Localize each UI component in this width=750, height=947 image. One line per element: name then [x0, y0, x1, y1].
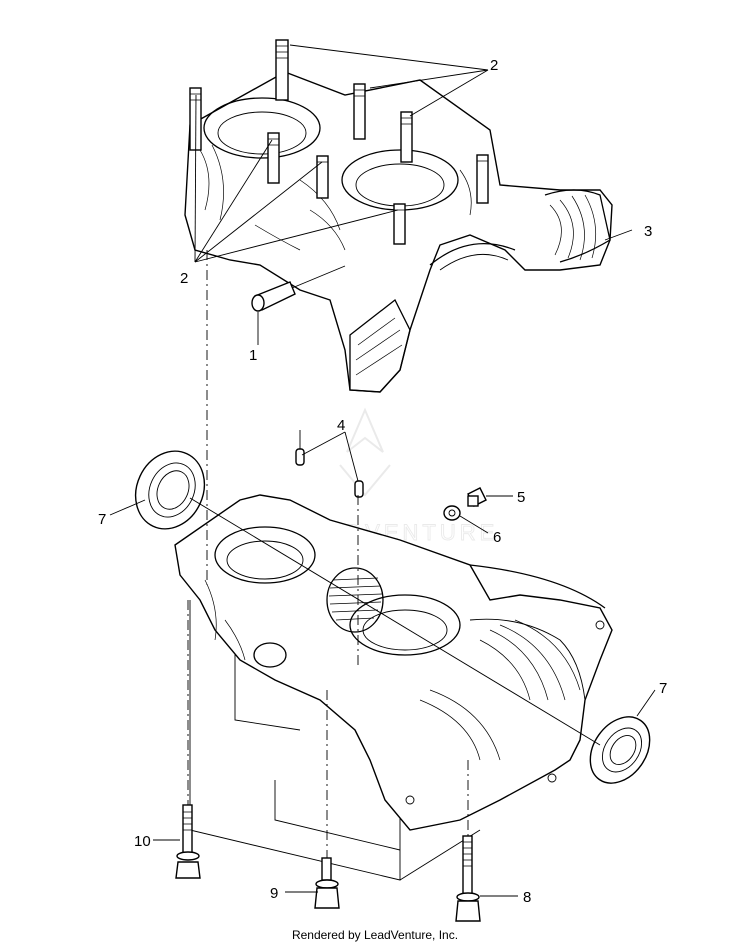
callout-2-left: 2 [180, 270, 188, 287]
sealing-washer [443, 505, 461, 521]
drain-bolt [467, 487, 487, 507]
footer-credit: Rendered by LeadVenture, Inc. [291, 928, 459, 942]
bolt-10 [175, 804, 201, 879]
oil-seal-left [134, 450, 206, 530]
callouts: 2 2 3 1 4 5 6 7 7 10 9 8 [98, 57, 667, 906]
callout-7-right: 7 [659, 680, 667, 697]
crankshaft-gear [326, 567, 384, 633]
callout-8: 8 [523, 889, 531, 906]
upper-crankcase [184, 39, 613, 393]
leader-lines [109, 44, 656, 897]
callout-1: 1 [249, 347, 257, 364]
callout-5: 5 [517, 489, 525, 506]
callout-7-left: 7 [98, 511, 106, 528]
dowel-fitting [251, 265, 346, 312]
bolt-9 [314, 857, 340, 909]
dowel-pins [295, 448, 364, 498]
callout-10: 10 [134, 833, 151, 850]
callout-3: 3 [644, 223, 652, 240]
oil-seal-right [589, 716, 651, 784]
callout-4: 4 [337, 417, 345, 434]
alignment-lines [187, 250, 601, 858]
bolt-8 [455, 835, 481, 922]
callout-6: 6 [493, 529, 501, 546]
callout-2-top: 2 [490, 57, 498, 74]
callout-9: 9 [270, 885, 278, 902]
lower-crankcase [174, 494, 613, 881]
